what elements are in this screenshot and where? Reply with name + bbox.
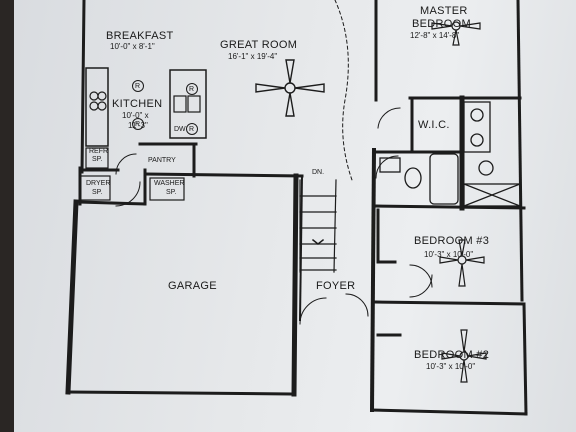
dishwasher-label: DW (174, 126, 186, 133)
ceiling-fan-bedroom3 (439, 239, 485, 287)
great-room-dimensions: 16'-1" x 19'-4" (228, 52, 278, 61)
wall-bed3-bottom (374, 300, 526, 306)
foyer-label: FOYER (316, 280, 356, 292)
bedroom2-label: BEDROOM #2 (414, 349, 490, 361)
wall-right-upper (516, 0, 524, 302)
wall-garage-top (78, 200, 147, 206)
kitchen-dimensions-line1: 10'-0" x (122, 111, 149, 120)
range-marker-4: R (189, 126, 195, 133)
kitchen-counter-left (85, 67, 109, 147)
master-bedroom-label-line2: BEDROOM (412, 18, 471, 30)
wall-hall-right (369, 147, 377, 413)
range-marker-2: R (189, 86, 195, 93)
ceiling-fan-great-room (255, 59, 325, 117)
dryer-label-line1: DRYER (86, 180, 111, 187)
bedroom3-dimensions: 10'-3" x 10'-0" (424, 250, 474, 259)
dryer-label-line2: SP. (92, 189, 103, 196)
garage-label: GARAGE (168, 280, 217, 292)
kitchen-label: KITCHEN (112, 98, 163, 110)
bedroom3-label: BEDROOM #3 (414, 235, 490, 247)
refrigerator-label-line2: SP. (92, 156, 103, 163)
wall-bath-bottom (374, 204, 526, 210)
master-bedroom-dimensions: 12'-8" x 14'-8" (410, 31, 460, 40)
wall-left-lower (65, 199, 79, 395)
range-markers (132, 80, 198, 135)
great-room-boundary (334, 0, 353, 181)
range-marker-1: R (135, 83, 141, 90)
breakfast-label: BREAKFAST (106, 30, 174, 42)
wall-bed2-right (522, 302, 528, 416)
ceiling-fan-bedroom2 (441, 329, 487, 383)
wall-garage-bottom (66, 390, 292, 396)
washer-label-line2: SP. (166, 189, 177, 196)
door-swings (115, 107, 433, 325)
wall-garage-right-inner (298, 174, 304, 322)
bedroom2-dimensions: 10'-3" x 10'-0" (426, 362, 476, 371)
stair-down-label: DN. (312, 169, 325, 176)
ceiling-fan-master (431, 21, 481, 46)
breakfast-dimensions: 10'-0" x 8'-1" (110, 42, 155, 51)
kitchen-dimensions-line2: 11'-3" (128, 121, 148, 130)
pantry-label: PANTRY (148, 157, 176, 164)
kitchen-appliances (79, 91, 201, 201)
washer-label-line1: WASHER (154, 180, 185, 187)
stair (299, 179, 337, 273)
wic-label: W.I.C. (418, 119, 450, 131)
master-bedroom-label-line1: MASTER (420, 5, 468, 17)
kitchen-island (169, 69, 207, 139)
wall-bed2-bottom (370, 408, 528, 416)
master-bath-fixtures (379, 101, 521, 207)
range-marker-3: R (135, 121, 141, 128)
refrigerator-label-line1: REFR (89, 148, 109, 155)
wall-left-upper (80, 0, 86, 174)
great-room-label: GREAT ROOM (220, 39, 298, 51)
wall-garage-right (291, 173, 299, 397)
wall-garage-top-right (143, 172, 304, 178)
